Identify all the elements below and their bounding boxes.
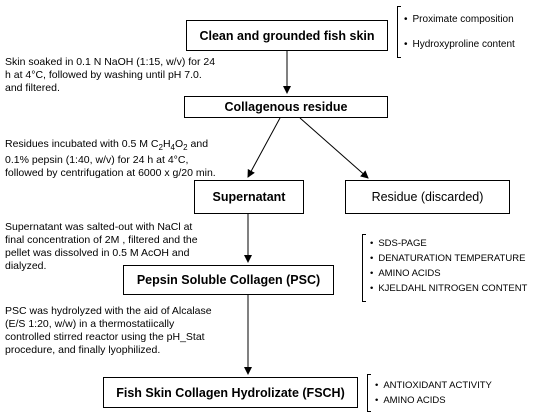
brace-top (397, 6, 401, 58)
analysis-item: SDS-PAGE (370, 236, 527, 251)
analysis-item: AMINO ACIDS (370, 266, 527, 281)
note-line: final concentration of 2M , filtered and… (5, 234, 198, 246)
analysis-item: DENATURATION TEMPERATURE (370, 251, 527, 266)
analysis-item: AMINO ACIDS (375, 393, 492, 408)
brace-psc (362, 234, 366, 302)
box-pepsin-soluble-collagen: Pepsin Soluble Collagen (PSC) (123, 265, 334, 295)
formula-text: H (162, 138, 171, 150)
box-clean-fish-skin: Clean and grounded fish skin (186, 20, 388, 51)
note-line: (E/S 1:20, w/w) in a thermostatiically (5, 318, 175, 330)
note-line: and filtered. (5, 82, 60, 94)
note-line: PSC was hydrolyzed with the aid of Alcal… (5, 305, 212, 317)
note-line: controlled stirred reactor using the pH_… (5, 331, 205, 343)
analysis-list-top: Proximate composition Hydroxyproline con… (404, 7, 515, 57)
analysis-item: Hydroxyproline content (404, 32, 515, 57)
note-line: Supernatant was salted-out with NaCl at (5, 221, 193, 233)
box-supernatant: Supernatant (194, 180, 304, 214)
note-pepsin-incubation: Residues incubated with 0.5 M C2H4O2 and… (5, 138, 216, 180)
formula-text: O (175, 138, 184, 150)
brace-fsch (367, 374, 371, 412)
note-alkaline-soak: Skin soaked in 0.1 N NaOH (1:15, w/v) fo… (5, 56, 215, 95)
analysis-list-fsch: ANTIOXIDANT ACTIVITY AMINO ACIDS (375, 378, 492, 408)
note-line: pellet was dissolved in 0.5 M AcOH and (5, 247, 190, 259)
formula-subscript: 2 (183, 143, 188, 153)
analysis-item: Proximate composition (404, 7, 515, 32)
note-line: 0.1% pepsin (1:40, w/v) for 24 h at 4°C, (5, 154, 189, 167)
note-salting-out: Supernatant was salted-out with NaCl at … (5, 221, 198, 273)
arrow-collagenous-to-supernatant (247, 117, 281, 178)
arrow-collagenous-to-residue (299, 117, 369, 179)
box-residue-discarded: Residue (discarded) (345, 180, 510, 214)
note-line: procedure, and finally lyophilized. (5, 344, 161, 356)
note-hydrolysis: PSC was hydrolyzed with the aid of Alcal… (5, 305, 212, 357)
note-line: Skin soaked in 0.1 N NaOH (1:15, w/v) fo… (5, 56, 216, 68)
formula-text: and (187, 138, 209, 150)
analysis-item: KJELDAHL NITROGEN CONTENT (370, 281, 527, 296)
formula-text: Residues incubated with 0.5 M C (5, 138, 159, 150)
formula-subscript: 2 (158, 143, 163, 153)
note-line: h at 4°C, followed by washing until pH 7… (5, 69, 202, 81)
box-fish-skin-collagen-hydrolizate: Fish Skin Collagen Hydrolizate (FSCH) (103, 377, 358, 408)
note-line: followed by centrifugation at 6000 x g/2… (5, 167, 216, 180)
analysis-list-psc: SDS-PAGE DENATURATION TEMPERATURE AMINO … (370, 236, 527, 296)
formula-subscript: 4 (170, 143, 175, 153)
note-line-formula: Residues incubated with 0.5 M C2H4O2 and (5, 138, 216, 154)
box-collagenous-residue: Collagenous residue (184, 96, 388, 118)
analysis-item: ANTIOXIDANT ACTIVITY (375, 378, 492, 393)
note-line: dialyzed. (5, 260, 47, 272)
